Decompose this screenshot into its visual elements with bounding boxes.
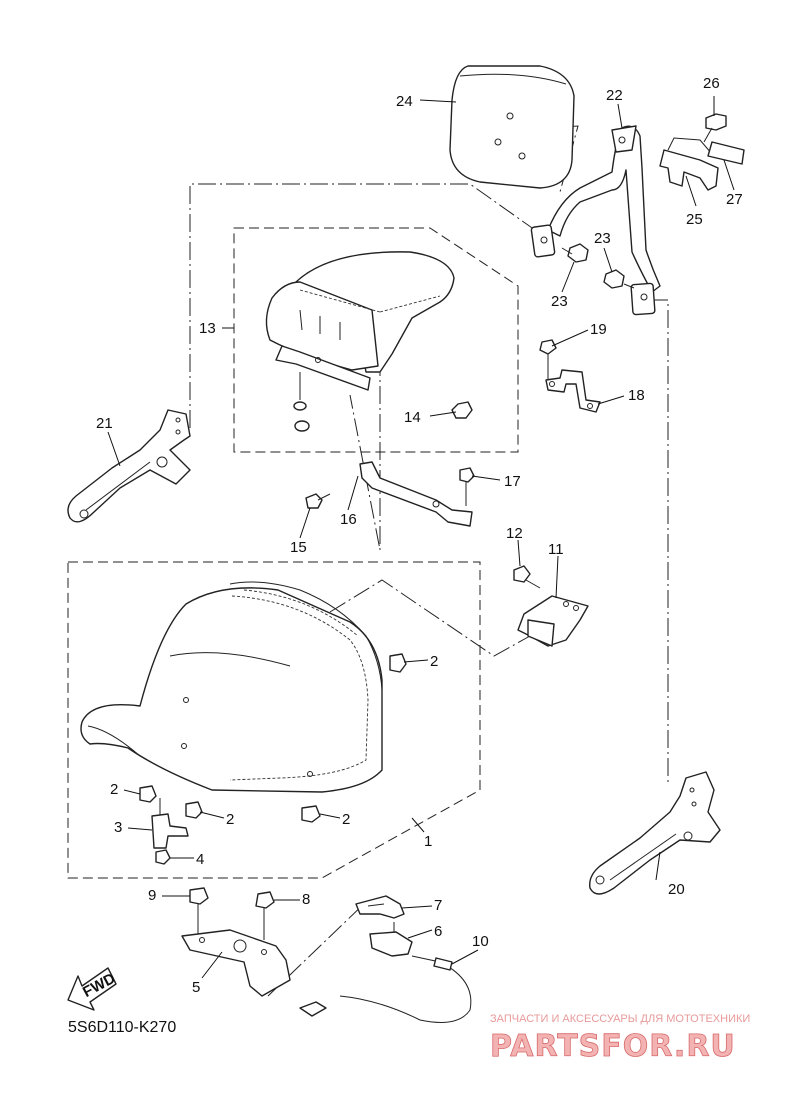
cover-11	[517, 595, 589, 647]
callout-21: 21	[96, 415, 113, 432]
callout-5: 5	[192, 979, 200, 996]
damper-2c	[185, 801, 203, 819]
callout-2a: 2	[430, 653, 438, 670]
callout-6: 6	[434, 923, 442, 940]
callout-3: 3	[114, 819, 122, 836]
nut-4	[155, 849, 171, 865]
nut-14	[451, 401, 473, 419]
callout-9: 9	[148, 887, 156, 904]
assembly-line-11	[329, 579, 531, 657]
callout-27: 27	[726, 191, 743, 208]
assembly-line-21	[189, 183, 536, 428]
callout-1: 1	[424, 833, 432, 850]
stay-18	[545, 369, 601, 413]
callout-23a: 23	[594, 230, 611, 247]
leader-lines	[107, 96, 735, 979]
group-box-main-seat	[67, 561, 481, 879]
bracket-16	[359, 461, 473, 527]
callout-24: 24	[396, 93, 413, 110]
callout-19: 19	[590, 321, 607, 338]
callout-4: 4	[196, 851, 204, 868]
watermark-logo: PARTSFOR.RU	[490, 1029, 736, 1064]
callout-14: 14	[404, 409, 421, 426]
callout-2d: 2	[342, 811, 350, 828]
fwd-arrow-icon: FWD	[67, 967, 118, 1011]
lock-6	[369, 922, 413, 957]
nut-8	[255, 891, 275, 940]
bolt-9	[189, 887, 209, 934]
callout-10: 10	[472, 933, 489, 950]
callout-2c: 2	[226, 811, 234, 828]
callout-7: 7	[434, 897, 442, 914]
plate-5	[181, 929, 291, 997]
damper-2d	[301, 805, 321, 823]
callout-2b: 2	[110, 781, 118, 798]
rear-seat	[265, 251, 455, 391]
bolt-15	[305, 493, 331, 509]
callout-26: 26	[703, 75, 720, 92]
callout-17: 17	[504, 473, 521, 490]
bolt-17	[459, 467, 475, 506]
screw-26	[703, 113, 727, 143]
backrest-pad	[449, 65, 575, 189]
callout-12: 12	[506, 525, 523, 542]
assembly-line-bracket	[349, 330, 381, 551]
callout-15: 15	[290, 539, 307, 556]
pad-27	[707, 141, 745, 165]
callout-11: 11	[548, 541, 564, 558]
hook-7	[355, 895, 405, 919]
clamp-25	[659, 137, 719, 191]
side-plate-21	[67, 409, 191, 523]
damper-2b	[139, 785, 157, 803]
bolt-19	[539, 339, 557, 380]
cable-10	[299, 955, 472, 1023]
bolt-23a	[561, 243, 589, 263]
callout-16: 16	[340, 511, 357, 528]
diagram-code: 5S6D110-K270	[68, 1019, 176, 1036]
bolt-23b	[603, 269, 635, 289]
washer-13a	[293, 372, 310, 432]
main-seat	[80, 581, 383, 793]
callout-22: 22	[606, 87, 623, 104]
group-box-rear-seat	[233, 227, 519, 453]
callout-23b: 23	[551, 293, 568, 310]
watermark-tagline: ЗАПЧАСТИ И АКСЕССУАРЫ ДЛЯ МОТОТЕХНИКИ	[490, 1013, 750, 1025]
damper-2a	[389, 653, 407, 673]
bracket-3	[151, 813, 189, 849]
assembly-line-20	[650, 299, 669, 782]
callout-25: 25	[686, 211, 703, 228]
callout-20: 20	[668, 881, 685, 898]
backrest-stay	[530, 125, 661, 316]
callout-8: 8	[302, 891, 310, 908]
side-plate-20	[589, 771, 721, 895]
callout-18: 18	[628, 387, 645, 404]
callout-13: 13	[199, 320, 216, 337]
screw-12	[513, 565, 541, 589]
